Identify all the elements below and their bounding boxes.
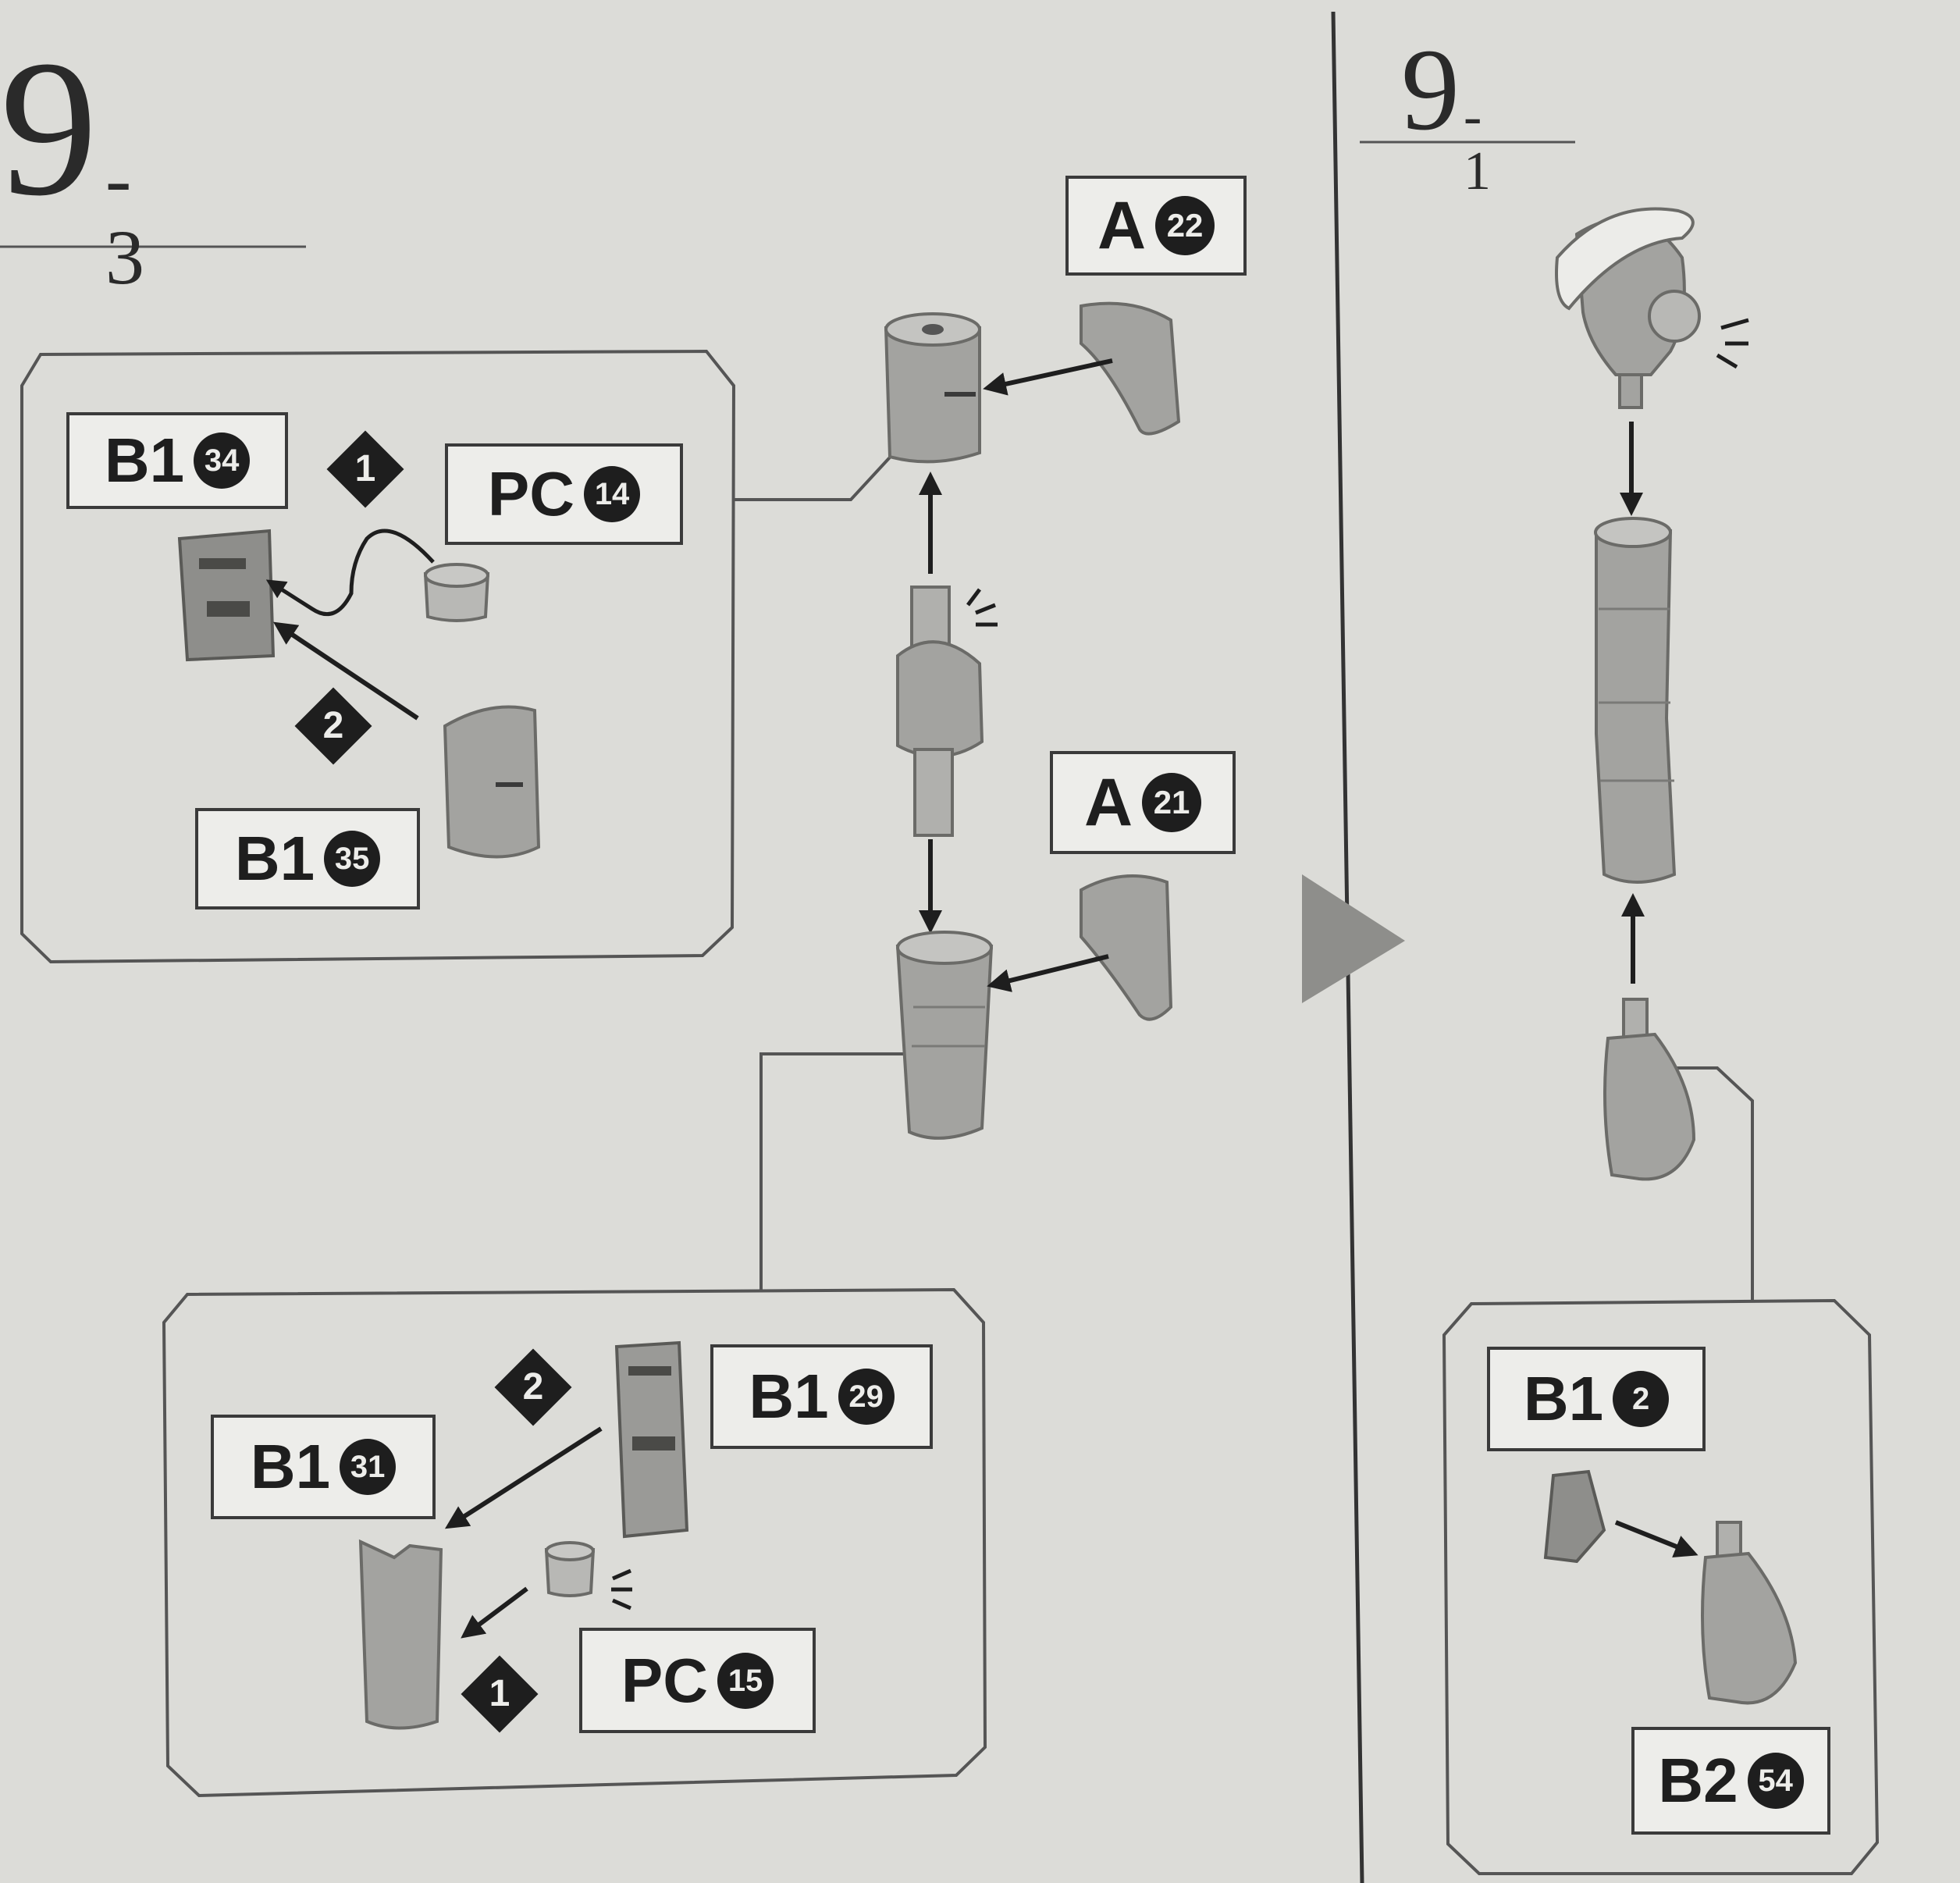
part-b1-29-frame: [617, 1343, 687, 1536]
part-a22-shell: [1081, 304, 1179, 434]
click-mark-icon-3: [1717, 320, 1748, 367]
label-a22: A 22: [1065, 176, 1247, 276]
label-b1-2: B1 2: [1487, 1347, 1706, 1451]
label-b1-29-number: 29: [838, 1369, 895, 1425]
label-b2-54-code: B2: [1658, 1745, 1738, 1817]
pc14-path-line: [269, 531, 433, 614]
order-marker-upper-1-text: 1: [355, 450, 376, 488]
label-b1-34: B1 34: [66, 412, 288, 509]
order-marker-lower-2-text: 2: [523, 1369, 544, 1406]
arrow-a21-to-forearm: [991, 956, 1108, 985]
label-a21-number: 21: [1142, 773, 1201, 832]
label-b1-31: B1 31: [211, 1415, 436, 1519]
assembled-arm-part: [1595, 518, 1674, 882]
label-pc15-code: PC: [621, 1645, 708, 1717]
order-marker-lower-1-text: 1: [489, 1675, 510, 1713]
order-marker-lower-1: 1: [472, 1667, 527, 1721]
arrow-b1-29-to-cuff: [449, 1429, 601, 1526]
elbow-joint-part: [898, 587, 982, 835]
label-b1-35-code: B1: [235, 823, 315, 895]
label-pc15: PC 15: [579, 1628, 816, 1733]
part-b1-34-frame: [180, 531, 273, 660]
label-a22-number: 22: [1155, 196, 1215, 255]
lower-leader-line: [761, 1054, 905, 1292]
arrow-b1-2-to-hand: [1616, 1522, 1694, 1554]
label-pc14-code: PC: [488, 458, 574, 530]
order-marker-upper-1: 1: [338, 442, 393, 497]
label-a22-code: A: [1097, 187, 1146, 265]
part-a21-shell: [1081, 876, 1171, 1020]
step-9-3-number: 9: [0, 31, 98, 226]
label-b1-35: B1 35: [195, 808, 420, 909]
upper-leader-line: [734, 449, 898, 500]
label-b2-54-number: 54: [1748, 1753, 1804, 1809]
step-9-3-sub: - 3: [105, 141, 144, 297]
label-b2-54: B2 54: [1631, 1727, 1830, 1835]
label-pc15-number: 15: [717, 1653, 774, 1709]
label-pc14-number: 14: [584, 466, 640, 522]
shoulder-part: [1556, 209, 1699, 408]
part-b1-31-cuff: [361, 1542, 441, 1728]
order-marker-upper-2: 2: [306, 699, 361, 753]
label-b1-29: B1 29: [710, 1344, 933, 1449]
part-b1-35-shell: [445, 707, 539, 857]
arrow-a22-to-upper: [987, 361, 1112, 388]
label-b1-35-number: 35: [324, 831, 380, 887]
label-a21: A 21: [1050, 751, 1236, 854]
label-b1-2-number: 2: [1613, 1371, 1669, 1427]
upper-arm-part: [886, 314, 980, 461]
label-b1-31-code: B1: [251, 1431, 330, 1503]
click-mark-icon-1: [968, 589, 998, 625]
label-b1-2-code: B1: [1524, 1363, 1603, 1435]
step-9-1-number: 9: [1401, 31, 1460, 148]
forearm-part: [898, 932, 991, 1138]
arrow-pc15-to-cuff: [464, 1589, 527, 1636]
order-marker-lower-2: 2: [506, 1360, 560, 1415]
label-b1-31-number: 31: [340, 1439, 396, 1495]
next-step-arrow-icon: [1302, 874, 1405, 1003]
label-b1-34-number: 34: [194, 432, 250, 489]
order-marker-upper-2-text: 2: [323, 707, 344, 745]
label-a21-code: A: [1084, 764, 1133, 842]
part-pc15-cap: [546, 1543, 593, 1596]
part-b1-2-piece: [1546, 1472, 1604, 1561]
click-mark-icon-2: [611, 1571, 632, 1608]
step-9-1-sub: - 1: [1464, 90, 1491, 199]
part-b2-54-hand: [1702, 1522, 1795, 1703]
label-b1-34-code: B1: [105, 425, 184, 497]
hand-part: [1605, 999, 1694, 1179]
part-pc14-cap: [425, 564, 488, 621]
label-b1-29-code: B1: [749, 1361, 828, 1433]
label-pc14: PC 14: [445, 443, 683, 545]
